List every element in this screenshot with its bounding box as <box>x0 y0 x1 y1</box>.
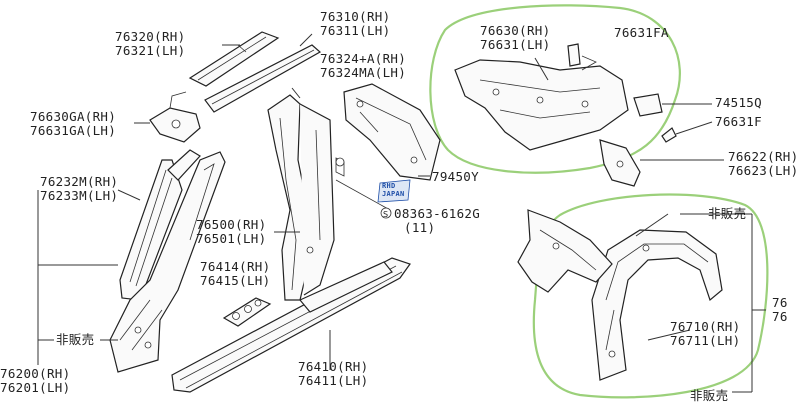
leader-76631f <box>675 121 713 135</box>
label-76410: 76410(RH) <box>298 359 369 374</box>
label-76321: 76321(LH) <box>115 43 186 58</box>
label-hihanbai-right-top: 非販売 <box>708 206 747 221</box>
label-76232m: 76232M(RH) <box>40 174 119 189</box>
label-76310: 76310(RH) <box>320 9 391 24</box>
label-76411: 76411(LH) <box>298 373 369 388</box>
part-76710 <box>591 229 723 381</box>
svg-text:S: S <box>383 210 388 219</box>
label-hihanbai-right-bottom: 非販売 <box>690 388 729 403</box>
part-76414 <box>222 297 272 327</box>
part-76631f <box>661 127 677 143</box>
watermark-text-top: RHD <box>382 182 396 190</box>
label-76-right-a: 76 <box>772 295 788 310</box>
label-79450y: 79450Y <box>432 169 479 184</box>
label-76711: 76711(LH) <box>670 333 741 348</box>
label-76415: 76415(LH) <box>200 273 271 288</box>
label-76622: 76622(RH) <box>728 149 799 164</box>
label-76631ga: 76631GA(LH) <box>30 123 117 138</box>
label-76311: 76311(LH) <box>320 23 391 38</box>
label-08363: 08363-6162G <box>394 206 481 221</box>
highlight-circle-upper <box>429 4 681 174</box>
label-76201: 76201(LH) <box>0 380 71 395</box>
part-76310 <box>204 44 322 113</box>
part-76200 <box>109 151 226 373</box>
label-76501: 76501(LH) <box>196 231 267 246</box>
part-76622 <box>599 139 641 187</box>
part-08363-clip: S <box>335 157 392 219</box>
label-76324ma: 76324MA(LH) <box>320 65 407 80</box>
label-76631f: 76631F <box>715 114 762 129</box>
label-76324a: 76324+A(RH) <box>320 51 407 66</box>
part-79450y <box>343 83 441 181</box>
watermark-logo <box>377 179 411 203</box>
label-76320: 76320(RH) <box>115 29 186 44</box>
watermark-text-bottom: JAPAN <box>382 190 405 198</box>
label-76623: 76623(LH) <box>728 163 799 178</box>
leader-76324 <box>291 87 301 99</box>
leader-76630 <box>534 57 549 81</box>
label-76631: 76631(LH) <box>480 37 551 52</box>
part-76320 <box>188 31 280 87</box>
part-76630ga <box>149 91 201 143</box>
label-76630: 76630(RH) <box>480 23 551 38</box>
label-76500: 76500(RH) <box>196 217 267 232</box>
label-76-right-b: 76 <box>772 309 788 324</box>
label-hihanbai-left: 非販売 <box>56 332 95 347</box>
part-76232m <box>119 149 201 301</box>
leader-76232m <box>117 189 141 201</box>
label-76631fa: 76631FA <box>614 25 669 40</box>
part-76630 <box>454 59 629 151</box>
label-74515q: 74515Q <box>715 95 762 110</box>
label-76710: 76710(RH) <box>670 319 741 334</box>
label-08363-qty: (11) <box>404 220 436 235</box>
label-76200: 76200(RH) <box>0 366 71 381</box>
label-76630ga: 76630GA(RH) <box>30 109 117 124</box>
label-76414: 76414(RH) <box>200 259 271 274</box>
part-76500 <box>267 94 335 301</box>
leader-76710 <box>647 329 691 341</box>
label-76233m: 76233M(LH) <box>40 188 119 203</box>
part-76631fa <box>567 43 597 71</box>
part-inner-wheelhouse-panel <box>517 209 613 293</box>
highlight-circle-lower <box>532 193 769 399</box>
leader-76310 <box>299 33 313 47</box>
part-74515q <box>633 93 663 117</box>
part-76410 <box>171 257 411 393</box>
